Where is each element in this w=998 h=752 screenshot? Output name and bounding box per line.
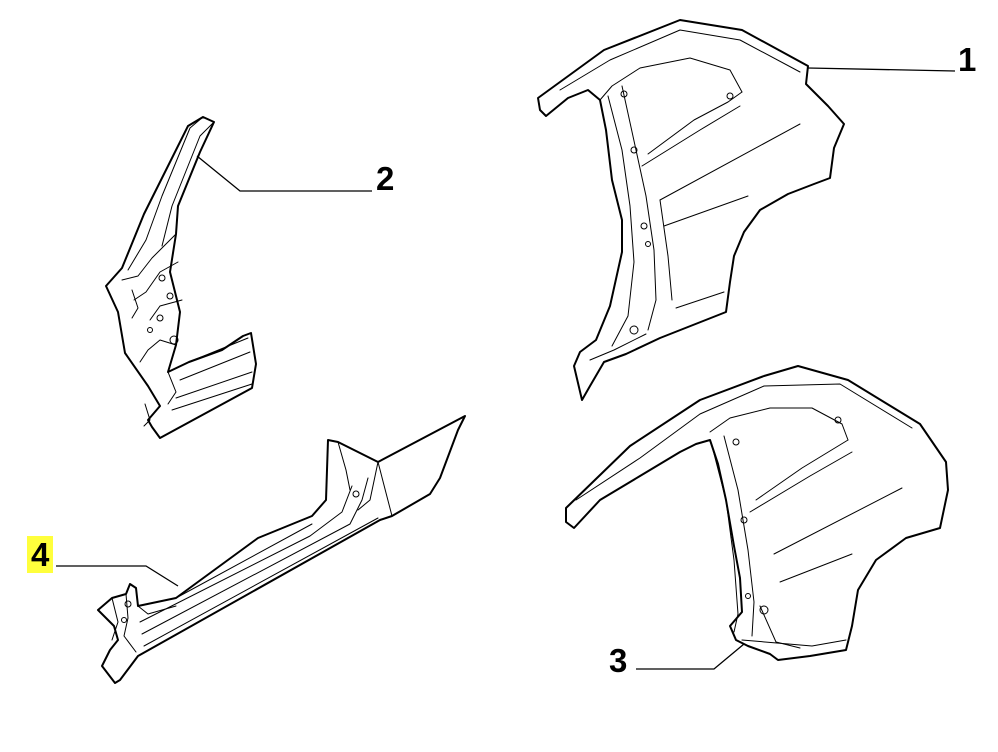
leader-line-4 <box>56 565 179 587</box>
leader-line-1 <box>807 67 956 72</box>
side-sill-part[interactable] <box>97 415 466 684</box>
callout-3[interactable]: 3 <box>609 644 627 678</box>
callout-2-label: 2 <box>376 160 395 197</box>
leader-line-3 <box>636 643 745 670</box>
callout-4-label: 4 <box>27 536 54 573</box>
a-pillar-part[interactable] <box>105 116 257 439</box>
rear-quarter-panel-upper-part[interactable] <box>537 19 845 401</box>
callout-4[interactable]: 4 <box>27 536 54 573</box>
callout-1-label: 1 <box>958 41 977 78</box>
callout-3-label: 3 <box>609 642 628 679</box>
leader-line-2 <box>196 155 372 192</box>
rear-quarter-panel-lower-part[interactable] <box>565 365 949 661</box>
callout-1[interactable]: 1 <box>958 43 976 77</box>
callout-2[interactable]: 2 <box>376 162 394 196</box>
